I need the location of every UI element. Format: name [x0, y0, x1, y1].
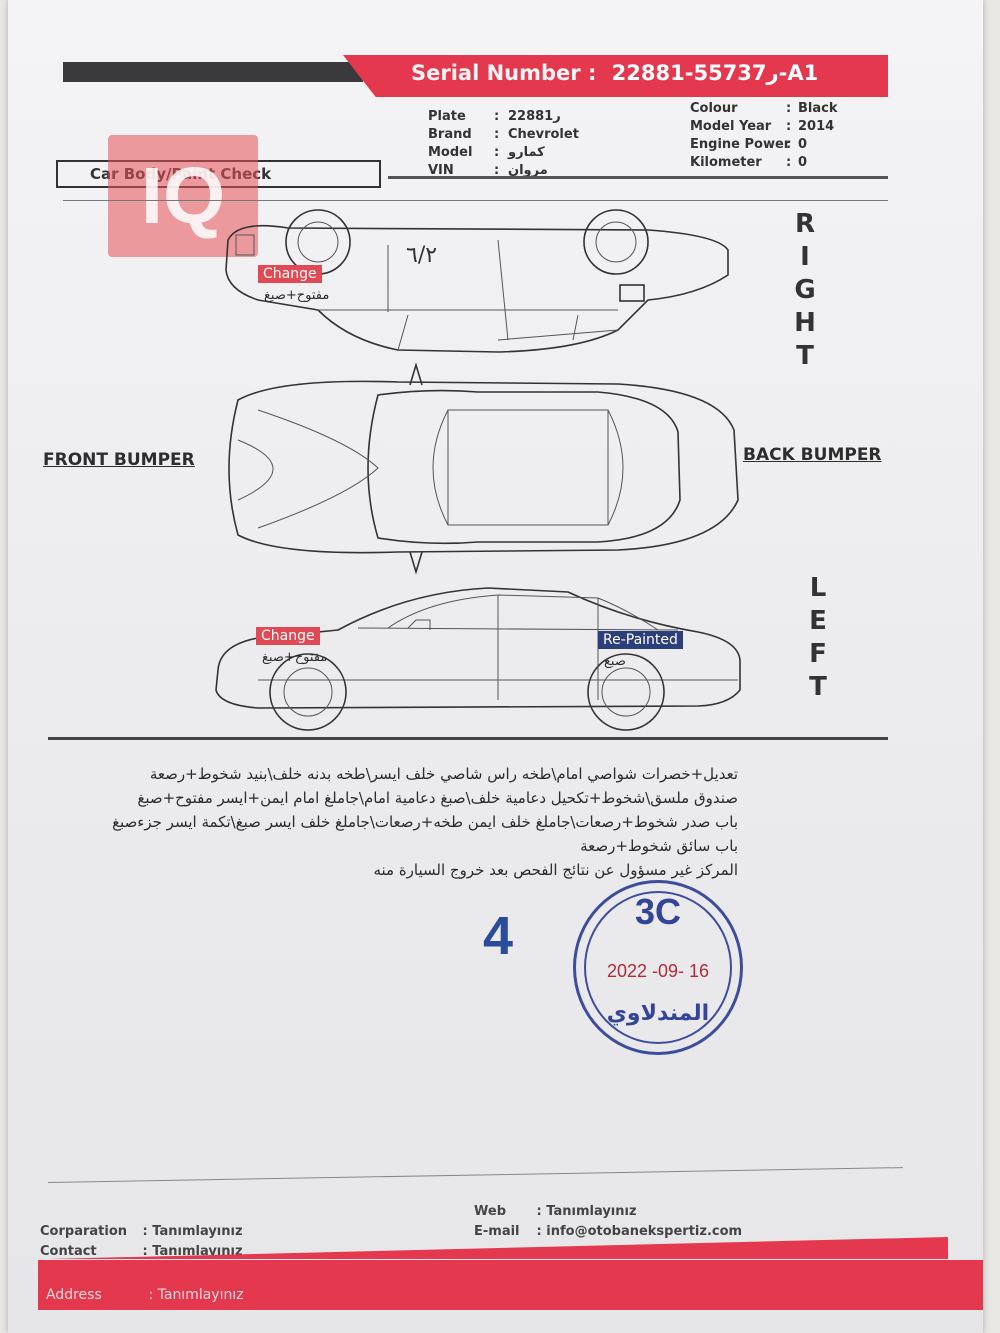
inspection-report-sheet: Serial Number : ر55737-22881-A1 Plate : …: [8, 0, 983, 1333]
vehicle-info-left: Plate : ر22881 Brand : Chevrolet Model :…: [428, 108, 579, 180]
handwritten-mark: ٦/٢: [406, 243, 437, 268]
footer-address-bar: Address : Tanımlayınız: [38, 1260, 983, 1310]
vehicle-info-right: Colour : Black Model Year : 2014 Engine …: [690, 100, 838, 172]
info-row-colour: Colour : Black: [690, 101, 838, 116]
serial-number-banner: Serial Number : ر55737-22881-A1: [343, 55, 888, 97]
brand-value: Chevrolet: [508, 127, 579, 142]
footer-web: Web : Tanımlayınız E-mail : info@otobane…: [474, 1204, 743, 1239]
email-link[interactable]: info@otobanekspertiz.com: [546, 1224, 743, 1239]
iq-logo: IQ: [108, 135, 258, 257]
car-top-view: [228, 362, 739, 575]
info-row-vin: VIN : مروان: [428, 163, 548, 178]
car-diagram: ٦/٢: [215, 209, 741, 731]
right-change-tag: Change: [258, 265, 322, 283]
info-row-kilometer: Kilometer : 0: [690, 155, 808, 170]
left-repainted-tag: Re-Painted: [598, 631, 683, 649]
car-right-view: ٦/٢: [225, 209, 729, 353]
back-bumper-label: BACK BUMPER: [743, 445, 882, 465]
right-change-note: مفتوح+صبغ: [264, 288, 330, 303]
info-row-brand: Brand : Chevrolet: [428, 127, 579, 142]
info-row-plate: Plate : ر22881: [428, 109, 561, 124]
info-row-model: Model : كمارو: [428, 145, 545, 160]
front-bumper-label: FRONT BUMPER: [43, 450, 195, 470]
header-grey-bar: [63, 62, 363, 82]
serial-number-value: ر55737-22881-A1: [611, 61, 819, 85]
stamp-name: المندلاوي: [606, 1001, 710, 1026]
note-line: صندوق ملسق\شخوط+تكحيل دعامية خلف\صبغ دعا…: [137, 789, 738, 807]
stamp-code: 3C: [634, 891, 682, 932]
stamp-date: 2022 -09- 16: [606, 961, 710, 981]
handwritten-number: 4: [483, 906, 514, 966]
info-row-engine-power: Engine Power : 0: [690, 137, 808, 152]
serial-number-label: Serial Number :: [411, 61, 597, 85]
car-left-view: [215, 587, 741, 731]
web-value: Tanımlayınız: [546, 1204, 637, 1219]
divider-diagram-bottom: [48, 737, 888, 740]
left-repainted-note: صبغ: [604, 654, 626, 669]
model-year-value: 2014: [798, 119, 835, 134]
note-line: باب صدر شخوط+رصعات\جاملغ خلف ايمن طخه+رص…: [112, 813, 738, 831]
model-value: كمارو: [508, 145, 545, 160]
left-change-note: مفتوح+صبغ: [262, 650, 328, 665]
inspection-stamp: 3C 2022 -09- 16 المندلاوي: [573, 880, 743, 1055]
divider-top: [63, 200, 888, 201]
inspection-notes: تعديل+خصرات شواصي امام\طخه راس شاصي خلف …: [78, 762, 738, 882]
address-value: Tanımlayınız: [157, 1287, 244, 1303]
engine-power-value: 0: [798, 137, 808, 152]
left-change-tag: Change: [256, 627, 320, 645]
kilometer-value: 0: [798, 155, 808, 170]
footer-divider: [47, 1167, 903, 1183]
vin-value: مروان: [508, 163, 548, 178]
note-line: تعديل+خصرات شواصي امام\طخه راس شاصي خلف …: [149, 765, 738, 783]
left-side-label: L E F T: [809, 573, 827, 702]
colour-value: Black: [798, 101, 838, 116]
corporation-value: Tanımlayınız: [152, 1224, 243, 1239]
right-side-label: R I G H T: [794, 209, 816, 371]
note-line: باب سائق شخوط+رصعة: [580, 837, 738, 855]
info-underline: [388, 176, 888, 179]
info-row-model-year: Model Year : 2014: [690, 119, 835, 134]
plate-value: ر22881: [508, 109, 561, 124]
disclaimer-line: المركز غير مسؤول عن نتائج الفحص بعد خروج…: [373, 861, 738, 879]
